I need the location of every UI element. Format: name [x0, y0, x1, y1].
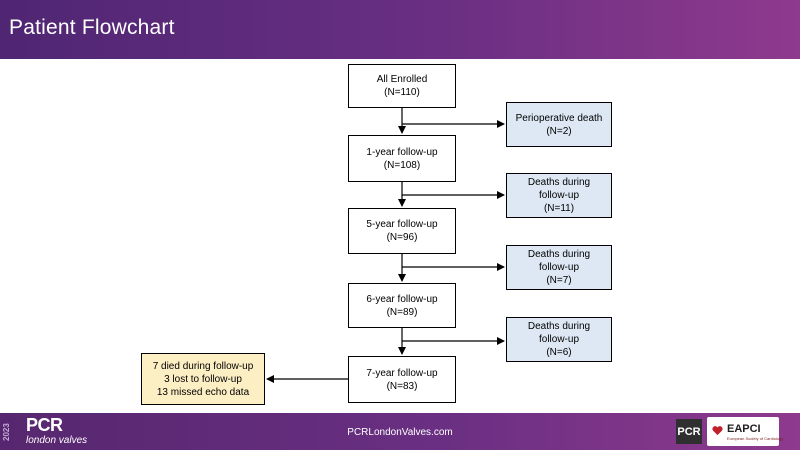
- box-label: 1-year follow-up: [366, 146, 438, 158]
- box-6-year-follow-up: 6-year follow-up (N=89): [348, 283, 456, 328]
- box-count: (N=108): [383, 159, 421, 171]
- box-count: (N=89): [386, 306, 418, 318]
- box-label: 5-year follow-up: [366, 219, 438, 230]
- heart-icon: [712, 426, 723, 436]
- box-count: (N=96): [386, 232, 418, 243]
- note-line3: 13 missed echo data: [156, 386, 250, 398]
- box-7-year-follow-up: 7-year follow-up (N=83): [348, 356, 456, 403]
- box-deaths-during-follow-up-2: Deaths during follow-up (N=7): [506, 245, 612, 290]
- box-count: (N=7): [546, 275, 572, 286]
- eapci-badge: EAPCI European Society of Cardiology: [707, 417, 783, 446]
- box-line2: follow-up: [538, 190, 580, 201]
- pcr-badge: PCR: [676, 419, 702, 444]
- box-count: (N=2): [546, 125, 572, 137]
- box-deaths-during-follow-up-3: Deaths during follow-up (N=6): [506, 317, 612, 362]
- footer-bar: 2023 PCR london valves PCRLondonValves.c…: [0, 413, 800, 450]
- page-title: Patient Flowchart: [9, 16, 175, 39]
- eapci-label: EAPCI: [727, 423, 761, 435]
- box-label: 7-year follow-up: [366, 367, 438, 379]
- box-count: (N=110): [384, 87, 420, 98]
- box-line1: Deaths during: [527, 177, 591, 188]
- note-line1: 7 died during follow-up: [152, 360, 254, 372]
- box-count: (N=11): [543, 203, 575, 214]
- box-label: All Enrolled: [376, 74, 428, 85]
- box-count: (N=83): [386, 380, 418, 392]
- box-line1: Deaths during: [527, 249, 591, 260]
- header-bar: Patient Flowchart: [0, 0, 800, 59]
- box-count: (N=6): [546, 347, 572, 358]
- box-deaths-during-follow-up-1: Deaths during follow-up (N=11): [506, 173, 612, 218]
- footer-url: PCRLondonValves.com: [347, 427, 453, 438]
- box-all-enrolled: All Enrolled (N=110): [348, 64, 456, 108]
- pcr-london-valves-logo: PCR: [26, 415, 63, 435]
- box-label: 6-year follow-up: [366, 293, 438, 305]
- eapci-sublabel: European Society of Cardiology: [727, 436, 784, 441]
- box-line2: follow-up: [538, 334, 580, 345]
- box-5-year-follow-up: 5-year follow-up (N=96): [348, 208, 456, 254]
- box-1-year-follow-up: 1-year follow-up (N=108): [348, 135, 456, 182]
- box-line1: Deaths during: [527, 321, 591, 332]
- box-perioperative-death: Perioperative death (N=2): [506, 102, 612, 147]
- box-line2: follow-up: [538, 262, 580, 273]
- box-label: Perioperative death: [515, 112, 603, 124]
- box-missing-data-note: 7 died during follow-up 3 lost to follow…: [141, 353, 265, 405]
- logo-subtitle: london valves: [26, 435, 88, 446]
- note-line2: 3 lost to follow-up: [164, 373, 242, 385]
